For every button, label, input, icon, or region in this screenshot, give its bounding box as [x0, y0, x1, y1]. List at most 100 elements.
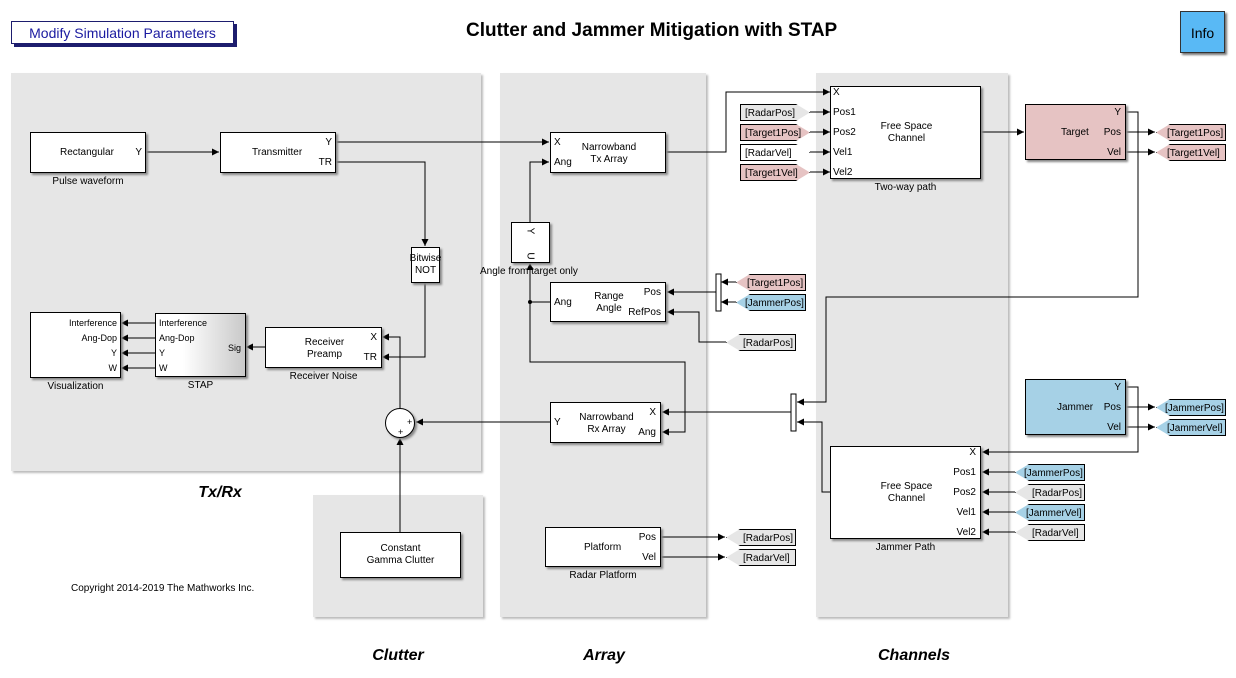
two-way-path-caption: Two-way path: [874, 182, 937, 193]
rectangular-port-y: Y: [135, 147, 142, 158]
stap-port-interference: Interference: [159, 318, 208, 328]
two-way-port-pos1: Pos1: [833, 107, 856, 118]
from-tag-target1pos-2[interactable]: [Target1Pos]: [736, 274, 806, 291]
receiver-preamp-port-x: X: [370, 332, 377, 343]
bitwise-not-block[interactable]: Bitwise NOT: [409, 247, 442, 283]
sum-block[interactable]: + +: [385, 408, 415, 438]
branch-dot: [528, 300, 532, 304]
transmitter-block[interactable]: Transmitter Y TR: [220, 132, 336, 173]
transmitter-label: Transmitter: [252, 147, 303, 158]
jammer-path-line1: Free Space: [880, 481, 933, 492]
stap-caption: STAP: [187, 380, 214, 391]
target-block[interactable]: Target Y Pos Vel: [1025, 104, 1126, 160]
jammer-path-channel-block[interactable]: Free Space Channel X Pos1 Pos2 Vel1 Vel2: [830, 446, 981, 539]
jammer-port-y: Y: [1114, 382, 1121, 393]
jammer-path-caption: Jammer Path: [875, 542, 936, 553]
modify-simulation-parameters-button[interactable]: Modify Simulation Parameters: [11, 21, 234, 44]
two-way-port-vel2: Vel2: [833, 167, 853, 178]
viz-port-interference: Interference: [68, 318, 117, 328]
goto-tag-target1pos[interactable]: [Target1Pos]: [1156, 124, 1226, 141]
goto-tag-jammerpos[interactable]: [JammerPos]: [1156, 399, 1226, 416]
stap-port-sig: Sig: [227, 343, 241, 353]
range-angle-block[interactable]: Range Angle Ang Pos RefPos: [550, 282, 666, 322]
from-tag-jammervel-3[interactable]: [JammerVel]: [1015, 504, 1085, 521]
platform-block[interactable]: Platform Pos Vel: [545, 527, 661, 567]
tx-array-port-ang: Ang: [554, 157, 572, 168]
range-angle-port-ang: Ang: [554, 297, 572, 308]
channels-area-label: Channels: [877, 647, 950, 664]
line-target-to-mux2: [797, 111, 1139, 406]
goto-tag-radarpos[interactable]: [RadarPos]: [726, 529, 796, 546]
line-jammer-to-path: [982, 386, 1139, 456]
pulse-waveform-caption: Pulse waveform: [52, 176, 124, 187]
target-label: Target: [1061, 127, 1089, 138]
jammer-block[interactable]: Jammer Y Pos Vel: [1025, 379, 1126, 435]
range-angle-line1: Range: [594, 291, 624, 302]
transmitter-port-y: Y: [325, 137, 332, 148]
stap-block[interactable]: Interference Ang-Dop Y W Sig: [155, 313, 246, 377]
rx-array-port-x: X: [649, 407, 656, 418]
receiver-preamp-block[interactable]: Receiver Preamp X TR: [265, 327, 382, 368]
tx-array-line2: Tx Array: [590, 153, 628, 165]
rectangular-label: Rectangular: [60, 147, 114, 158]
from-tag-radarpos-2[interactable]: [RadarPos]: [726, 334, 796, 351]
selector-port-u: U: [524, 252, 536, 260]
sum-plus-bottom: +: [398, 427, 404, 437]
target-port-vel: Vel: [1107, 147, 1121, 158]
from-tag-radarvel-3[interactable]: [RadarVel]: [1015, 524, 1085, 541]
info-button[interactable]: Info: [1180, 11, 1225, 53]
platform-label: Platform: [584, 542, 622, 553]
stap-port-y: Y: [159, 348, 166, 358]
txrx-area-label: Tx/Rx: [198, 484, 242, 501]
from-tag-radarpos-3[interactable]: [RadarPos]: [1015, 484, 1085, 501]
from-tag-jammerpos-2[interactable]: [JammerPos]: [736, 294, 806, 311]
from-tag-target1vel-1[interactable]: [Target1Vel]: [740, 164, 810, 181]
jammer-path-port-pos2: Pos2: [953, 487, 976, 498]
narrowband-tx-array-block[interactable]: Narrowband Tx Array X Ang: [550, 132, 666, 173]
rx-array-line1: Narrowband: [579, 411, 634, 423]
range-angle-port-refpos: RefPos: [628, 307, 661, 318]
clutter-area-label: Clutter: [372, 647, 424, 664]
jammer-port-vel: Vel: [1107, 422, 1121, 433]
two-way-port-pos2: Pos2: [833, 127, 856, 138]
stap-port-w: W: [159, 363, 168, 373]
bitwise-not-line1: Bitwise: [409, 253, 442, 264]
jammer-path-port-vel1: Vel1: [956, 507, 976, 518]
visualization-caption: Visualization: [47, 381, 104, 392]
jammer-path-port-vel2: Vel2: [956, 527, 976, 538]
stap-port-angdop: Ang-Dop: [159, 333, 195, 343]
receiver-preamp-line1: Receiver: [304, 336, 345, 348]
narrowband-rx-array-block[interactable]: Narrowband Rx Array Y X Ang: [550, 402, 661, 443]
receiver-preamp-line2: Preamp: [306, 348, 342, 360]
bitwise-not-line2: NOT: [414, 265, 437, 276]
from-tag-jammerpos-3[interactable]: [JammerPos]: [1015, 464, 1085, 481]
receiver-noise-caption: Receiver Noise: [289, 371, 358, 382]
from-tag-radarpos-1[interactable]: [RadarPos]: [740, 104, 810, 121]
target-port-y: Y: [1114, 107, 1121, 118]
two-way-port-vel1: Vel1: [833, 147, 853, 158]
visualization-block[interactable]: Interference Ang-Dop Y W: [30, 312, 121, 378]
two-way-channel-block[interactable]: Free Space Channel X Pos1 Pos2 Vel1 Vel2: [830, 86, 981, 179]
rectangular-waveform-block[interactable]: Rectangular Y: [30, 132, 146, 173]
selector-block[interactable]: Y U: [511, 222, 550, 263]
rx-array-line2: Rx Array: [587, 423, 626, 435]
target-port-pos: Pos: [1103, 127, 1121, 138]
sum-plus-right: +: [407, 417, 413, 427]
line-radarpos-to-refpos: [667, 308, 726, 343]
range-angle-port-pos: Pos: [643, 287, 661, 298]
goto-tag-target1vel[interactable]: [Target1Vel]: [1156, 144, 1226, 161]
viz-port-y: Y: [110, 348, 117, 358]
goto-tag-radarvel[interactable]: [RadarVel]: [726, 549, 796, 566]
viz-port-w: W: [108, 363, 118, 373]
selector-port-y: Y: [524, 227, 536, 235]
copyright-text: Copyright 2014-2019 The Mathworks Inc.: [71, 583, 255, 594]
from-tag-radarvel-1[interactable]: [RadarVel]: [740, 144, 810, 161]
jammer-port-pos: Pos: [1103, 402, 1121, 413]
platform-port-pos: Pos: [638, 532, 656, 543]
from-tag-target1pos-1[interactable]: [Target1Pos]: [740, 124, 810, 141]
line-sum-to-preamp: [382, 333, 401, 408]
goto-tag-jammervel[interactable]: [JammerVel]: [1156, 419, 1226, 436]
constant-gamma-clutter-block[interactable]: Constant Gamma Clutter: [340, 532, 461, 578]
mux-rx-signals: [790, 393, 797, 432]
selector-caption: Angle from target only: [480, 266, 578, 277]
